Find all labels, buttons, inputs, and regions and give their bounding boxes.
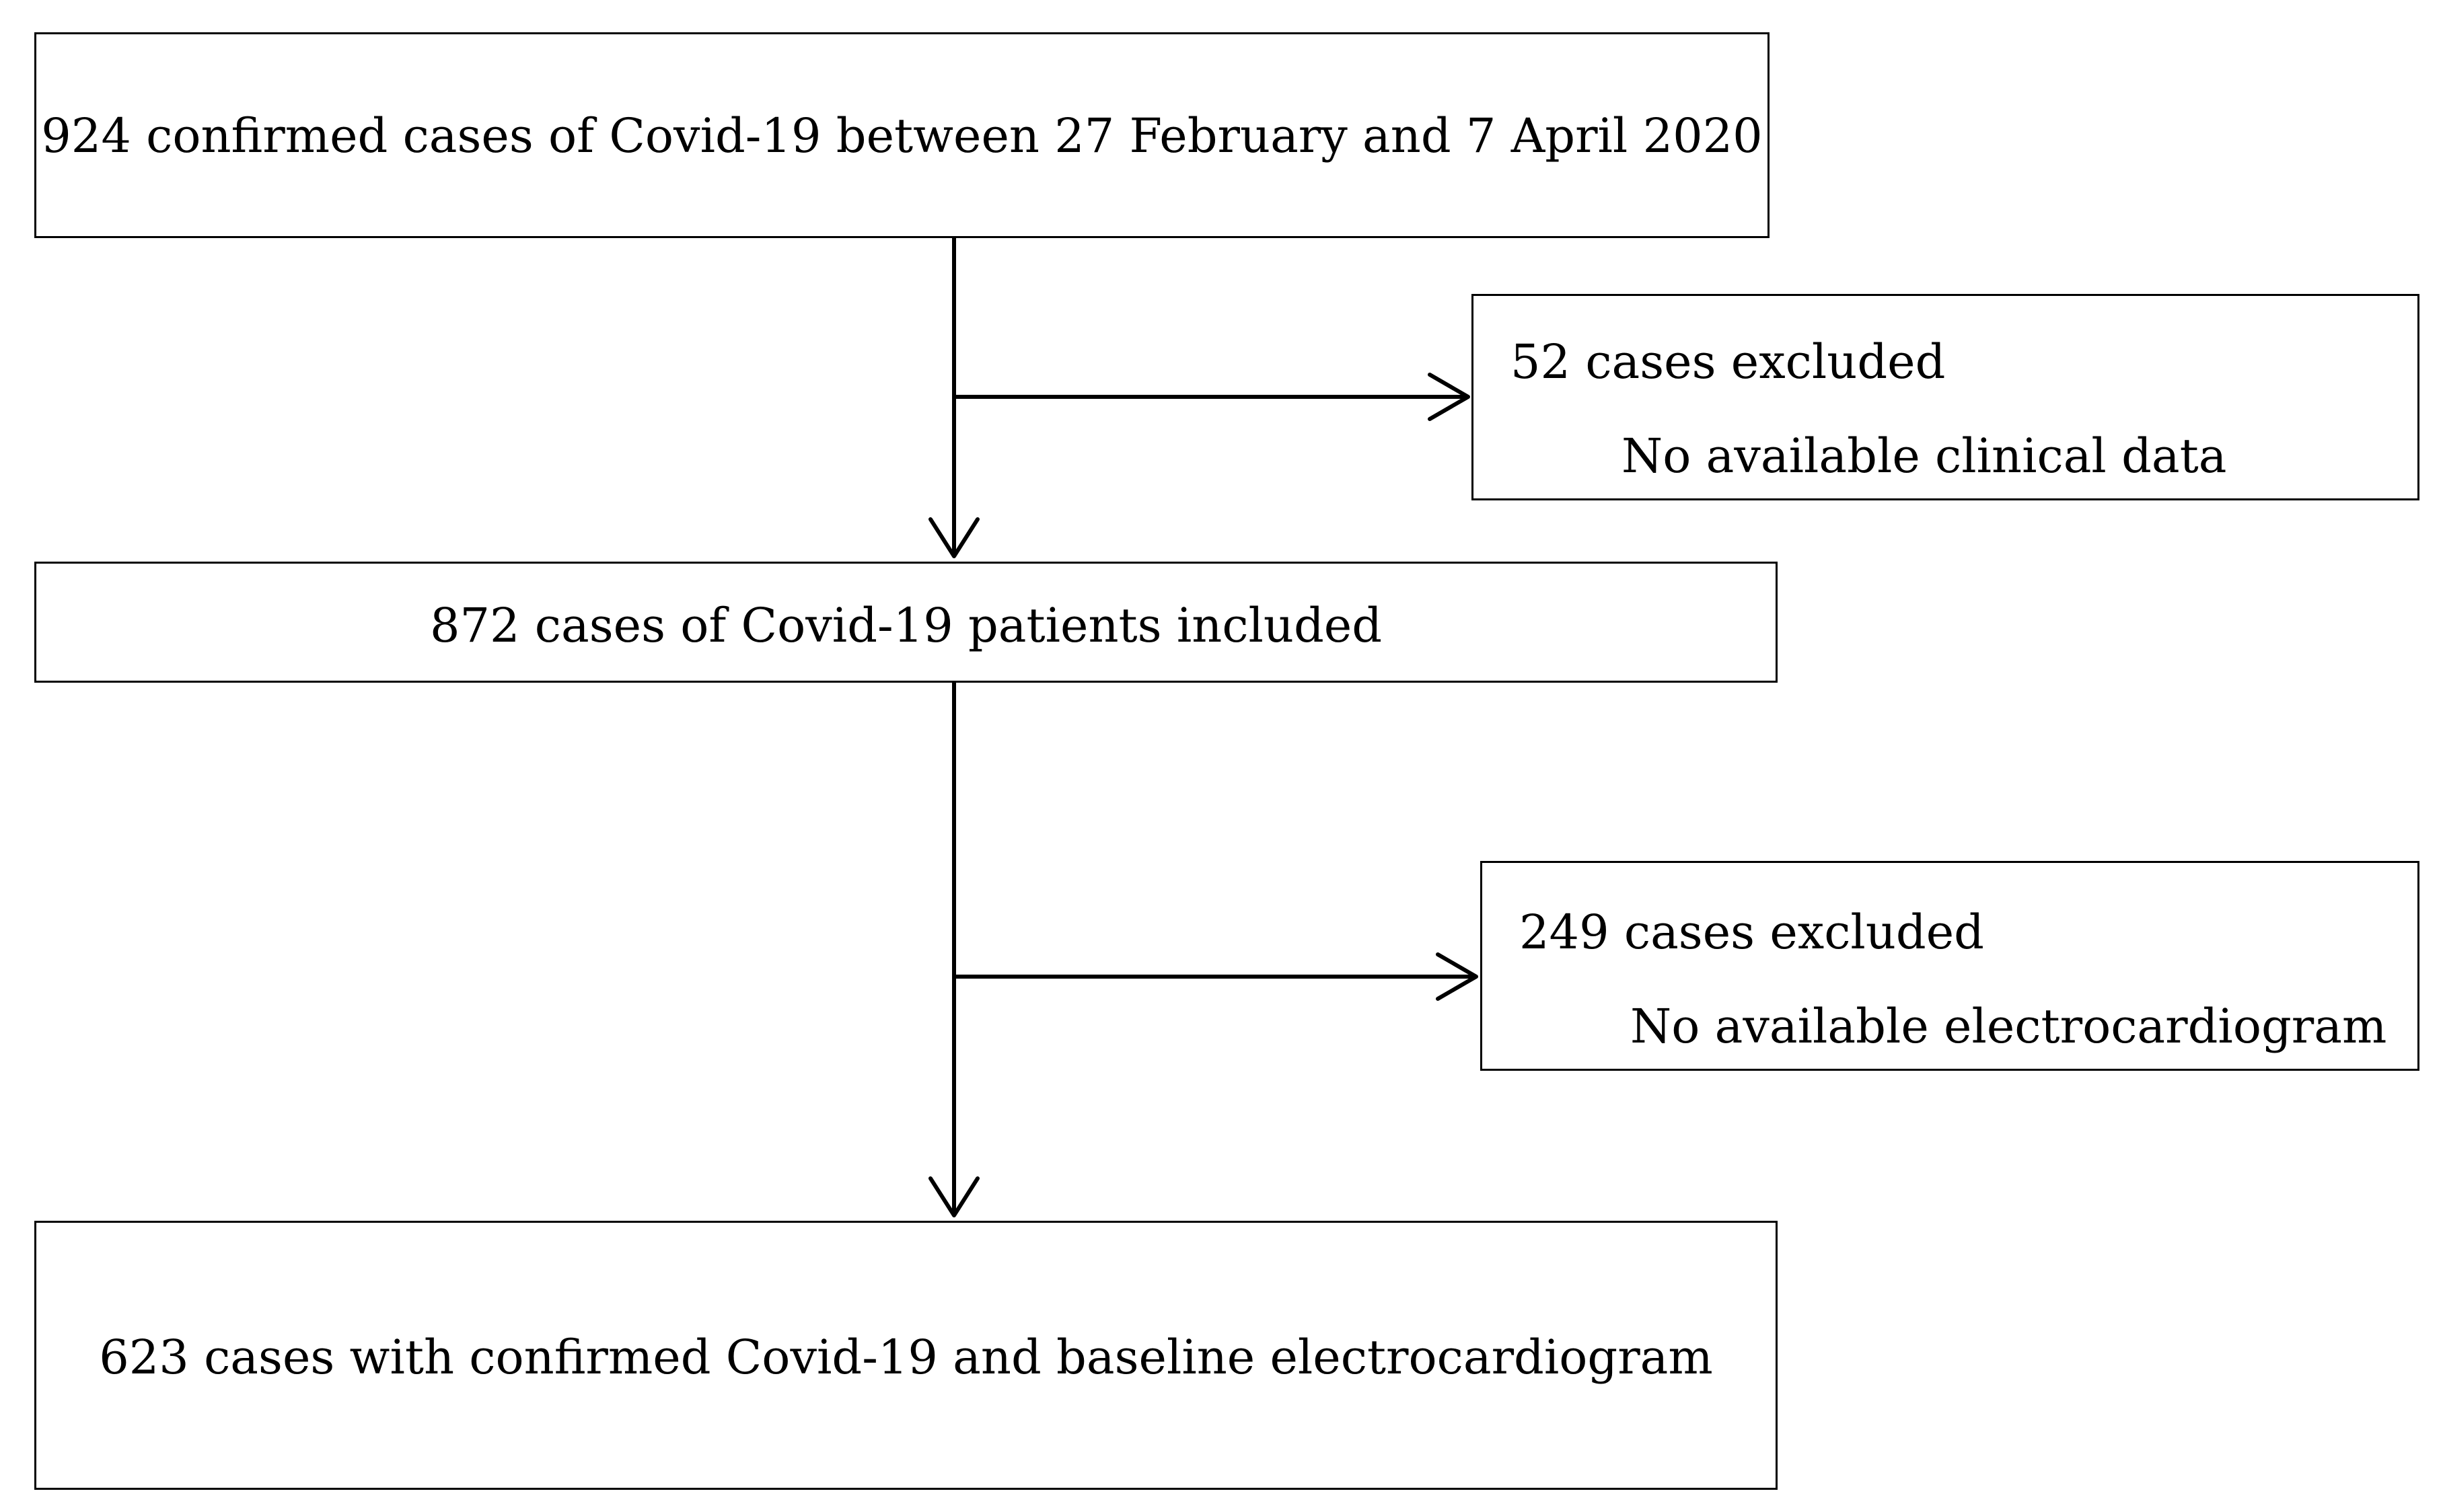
final-cohort-text: 623 cases with confirmed Covid-19 and ba… (99, 1330, 1713, 1385)
screened-cases-box: 924 confirmed cases of Covid-19 between … (34, 32, 1770, 238)
excluded-count-text: 249 cases excluded (1519, 905, 1984, 960)
arrow-included-to-final (928, 681, 980, 1217)
included-cases-text: 872 cases of Covid-19 patients included (429, 598, 1383, 653)
excluded-count-text: 52 cases excluded (1510, 334, 1946, 389)
exclusion-box-clinical-data: 52 cases excluded No available clinical … (1471, 294, 2419, 500)
final-cohort-box: 623 cases with confirmed Covid-19 and ba… (34, 1221, 1778, 1490)
screened-cases-text: 924 confirmed cases of Covid-19 between … (41, 108, 1763, 163)
exclusion-reason-text: No available electrocardiogram (1630, 999, 2387, 1054)
arrow-to-exclusion-2 (952, 952, 1478, 1001)
exclusion-box-electrocardiogram: 249 cases excluded No available electroc… (1480, 861, 2419, 1071)
exclusion-reason-text: No available clinical data (1621, 428, 2227, 484)
included-cases-box: 872 cases of Covid-19 patients included (34, 562, 1778, 683)
arrow-to-exclusion-1 (952, 373, 1470, 421)
